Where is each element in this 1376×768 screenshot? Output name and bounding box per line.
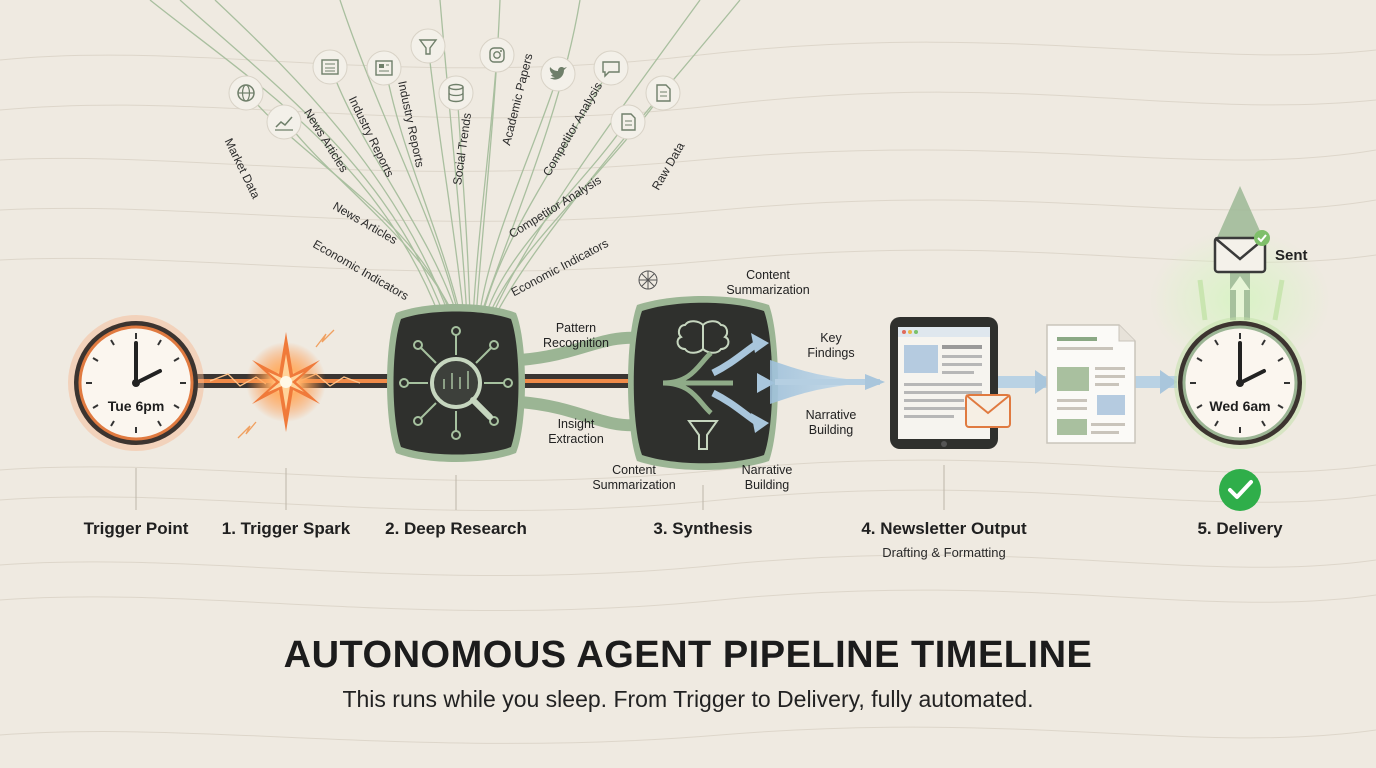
stage-label-deep-research: 2. Deep Research: [385, 519, 527, 538]
start-clock-time: Tue 6pm: [107, 398, 165, 414]
twitter-icon: [540, 56, 576, 92]
envelope-icon: [965, 394, 1011, 428]
newsletter-document: [1046, 324, 1136, 444]
annotation-insight-extraction: Insight Extraction: [548, 417, 604, 446]
funnel-icon: [687, 420, 719, 450]
page-subtitle: This runs while you sleep. From Trigger …: [342, 686, 1034, 712]
stage-label-delivery: 5. Delivery: [1197, 519, 1283, 538]
end-clock-time: Wed 6am: [1209, 398, 1271, 414]
funnel-icon: [410, 28, 446, 64]
blue-flow: [770, 360, 1177, 404]
instagram-icon: [479, 37, 515, 73]
sent-label: Sent: [1275, 247, 1308, 264]
research-connectors: [519, 331, 666, 432]
database-icon: [438, 75, 474, 111]
stage-sublabel-newsletter-output: Drafting & Formatting: [882, 545, 1006, 560]
newsletter-tablet: [890, 317, 1011, 449]
annotation-key-findings: Key Findings: [807, 331, 855, 360]
network-sparkle-icon: [638, 270, 658, 290]
start-clock: [68, 315, 204, 451]
report-icon: [366, 50, 402, 86]
page-title: AUTONOMOUS AGENT PIPELINE TIMELINE: [283, 634, 1093, 676]
end-clock: [1174, 317, 1306, 449]
synthesis-node: [628, 296, 778, 470]
stage-label-synthesis: 3. Synthesis: [653, 519, 753, 538]
background-contours: [0, 41, 1376, 744]
newspaper-icon: [312, 49, 348, 85]
annotation-narrative-building-bottom: Narrative Building: [741, 463, 793, 492]
annotation-content-summarization-bottom: Content Summarization: [592, 463, 676, 492]
spark-burst: [237, 329, 335, 439]
source-icons: [228, 28, 681, 140]
annotation-pattern-recognition: Pattern Recognition: [542, 321, 610, 350]
annotation-content-summarization-top: Content Summarization: [726, 268, 810, 297]
document-icon: [610, 104, 646, 140]
annotation-narrative-building-right: Narrative Building: [805, 408, 857, 437]
success-check-icon: [1219, 469, 1261, 511]
stage-label-trigger-point: Trigger Point: [83, 519, 189, 538]
stage-label-newsletter-output: 4. Newsletter Output: [861, 519, 1027, 538]
stage-label-trigger-spark: 1. Trigger Spark: [221, 519, 351, 538]
globe-icon: [228, 75, 264, 111]
source-threads: [149, 0, 741, 319]
file-icon: [645, 75, 681, 111]
brain-icon: [676, 320, 730, 354]
stage-ticks: [135, 465, 945, 510]
deep-research-node: [387, 304, 525, 462]
trend-chart-icon: [266, 104, 302, 140]
chat-icon: [593, 50, 629, 86]
sent-envelope-icon: [1213, 230, 1270, 274]
